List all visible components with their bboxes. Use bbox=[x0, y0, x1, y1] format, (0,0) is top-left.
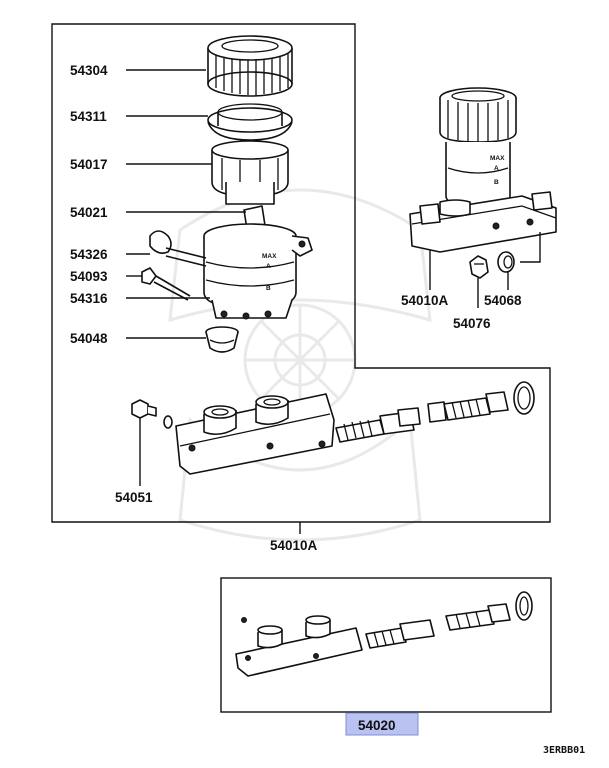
leader-lines bbox=[126, 69, 541, 713]
max-mark-right: MAX bbox=[490, 155, 505, 162]
piston-assembly-secondary[interactable] bbox=[427, 391, 509, 423]
callout-54076[interactable]: 54076 bbox=[453, 316, 491, 331]
kit-piston-primary[interactable] bbox=[365, 619, 435, 649]
drawing-code: 3ERBB01 bbox=[543, 745, 585, 756]
mark-a-right: A bbox=[494, 165, 499, 172]
callout-54048[interactable]: 54048 bbox=[70, 331, 108, 346]
bolt-54093[interactable] bbox=[141, 267, 191, 301]
plug-54068[interactable] bbox=[497, 251, 515, 273]
callout-54051[interactable]: 54051 bbox=[115, 490, 153, 505]
max-mark: MAX bbox=[262, 253, 277, 260]
callout-54010a-bottom[interactable]: 54010A bbox=[270, 538, 318, 553]
callout-54326[interactable]: 54326 bbox=[70, 247, 108, 262]
callout-54021[interactable]: 54021 bbox=[70, 205, 108, 220]
reservoir-cap-54304[interactable] bbox=[207, 35, 293, 97]
master-cylinder-assembly-right[interactable]: MAX A B bbox=[409, 87, 557, 253]
snap-ring[interactable] bbox=[513, 381, 535, 415]
callout-54304[interactable]: 54304 bbox=[70, 63, 108, 78]
callout-54017[interactable]: 54017 bbox=[70, 157, 108, 172]
mark-b: B bbox=[266, 285, 271, 292]
callout-54316[interactable]: 54316 bbox=[70, 291, 108, 306]
callout-54068[interactable]: 54068 bbox=[484, 293, 522, 308]
kit-body[interactable] bbox=[235, 615, 363, 677]
reservoir-54021[interactable]: MAX A B bbox=[203, 205, 313, 320]
callout-54093[interactable]: 54093 bbox=[70, 269, 108, 284]
kit-piston-secondary[interactable] bbox=[445, 591, 533, 631]
mark-a: A bbox=[266, 263, 271, 270]
strainer-54017[interactable] bbox=[211, 140, 289, 205]
callout-54311[interactable]: 54311 bbox=[70, 109, 107, 124]
nut-54076[interactable] bbox=[469, 255, 489, 279]
callout-54010a-right[interactable]: 54010A bbox=[401, 293, 449, 308]
callout-54020[interactable]: 54020 bbox=[358, 718, 396, 733]
assembly-frame bbox=[51, 23, 551, 523]
cylinder-body[interactable] bbox=[175, 393, 335, 475]
bleeder-plug-54051[interactable] bbox=[131, 399, 173, 429]
grommet-54048[interactable] bbox=[205, 326, 239, 353]
mark-b-right: B bbox=[494, 179, 499, 186]
part-number-highlight bbox=[345, 712, 419, 736]
hose-54326[interactable] bbox=[149, 230, 207, 267]
diaphragm-54311[interactable] bbox=[207, 103, 293, 141]
piston-assembly-primary[interactable] bbox=[335, 407, 421, 443]
